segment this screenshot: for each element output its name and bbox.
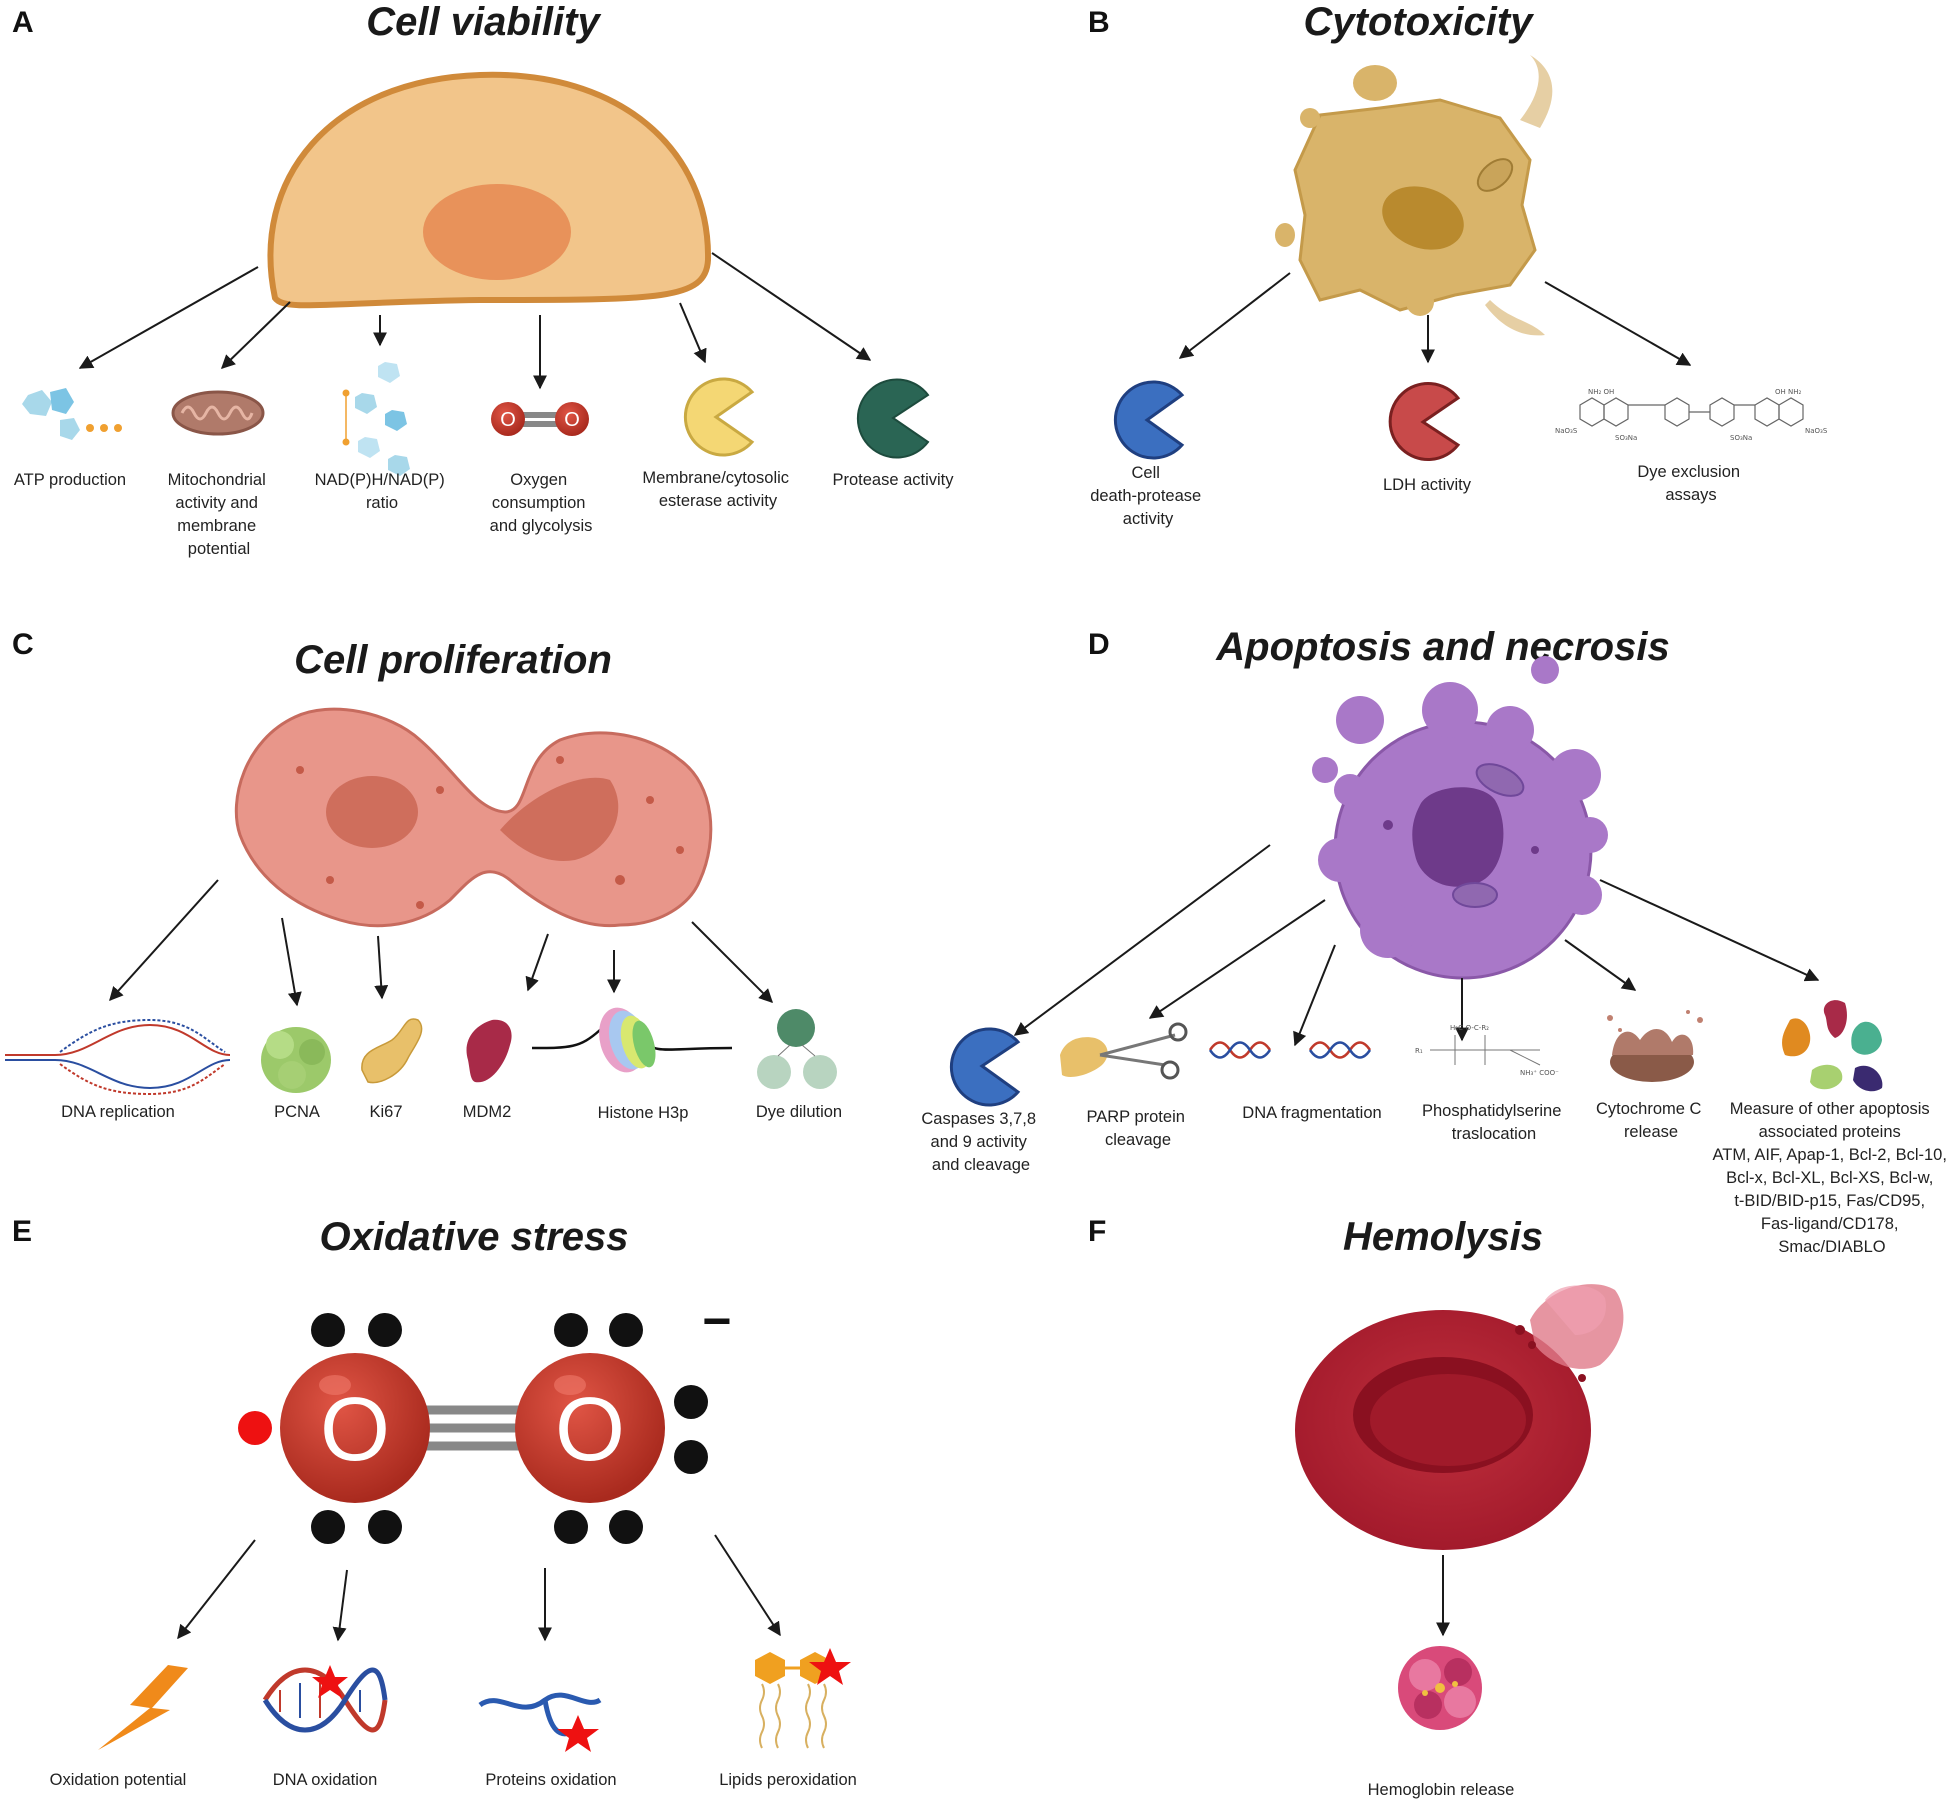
lipid-star-icon <box>755 1648 851 1749</box>
panel-title: Hemolysis <box>1343 1215 1543 1259</box>
item-label-5: Protease activity <box>832 471 954 489</box>
pcna-protein-icon <box>261 1027 331 1093</box>
item-label-3: Oxygen consumption and glycolysis <box>490 471 593 535</box>
charge-sign: − <box>702 1293 731 1349</box>
item-label-5: Dye dilution <box>756 1103 842 1121</box>
dye-structure-icon: NaO₃S SO₃Na SO₃Na NaO₃S NH₂ OH OH NH₂ <box>1555 388 1828 442</box>
svg-text:O: O <box>564 409 580 431</box>
item-label-3: Lipids peroxidation <box>719 1771 857 1789</box>
dividing-cell-icon <box>234 707 713 928</box>
panel-title: Cytotoxicity <box>1304 0 1535 44</box>
caspase-protease-icon <box>949 1027 1021 1107</box>
mdm2-protein-icon <box>466 1019 512 1083</box>
apoptosis-proteins-icon <box>1782 1000 1883 1092</box>
panel-a: A Cell viability <box>12 0 954 558</box>
nadph-molecule-icon <box>342 362 410 476</box>
item-label-2: Ki67 <box>369 1103 402 1121</box>
svg-text:NaO₃S: NaO₃S <box>1555 427 1578 435</box>
item-label-3: Phosphatidylserine traslocation <box>1422 1102 1566 1143</box>
dna-star-icon <box>262 1665 388 1733</box>
panel-letter: B <box>1088 6 1110 39</box>
item-label-1: Mitochondrial activity and membrane pote… <box>168 471 271 558</box>
item-label-0: Hemoglobin release <box>1368 1781 1515 1799</box>
green-protease-icon <box>856 378 930 459</box>
svg-text:O: O <box>555 1380 625 1480</box>
damaged-cell-icon <box>1275 55 1553 336</box>
item-label-0: Caspases 3,7,8 and 9 activity and cleava… <box>921 1110 1040 1174</box>
panel-title: Apoptosis and necrosis <box>1215 625 1669 669</box>
red-blood-cell-icon <box>1295 1284 1624 1550</box>
scissors-icon <box>1060 1022 1188 1080</box>
atp-icon <box>22 388 122 440</box>
item-label-4: Cytochrome C release <box>1596 1100 1706 1141</box>
protein-star-icon <box>478 1692 602 1752</box>
panel-title: Cell viability <box>366 0 601 44</box>
panel-letter: E <box>12 1215 32 1248</box>
item-label-2: Proteins oxidation <box>485 1771 616 1789</box>
item-label-0: Cell death-protease activity <box>1090 464 1206 528</box>
svg-text:O: O <box>320 1380 390 1480</box>
panel-f: F Hemolysis Hemoglobin release <box>1088 1215 1624 1799</box>
item-label-1: PARP protein cleavage <box>1086 1108 1189 1149</box>
item-label-3: MDM2 <box>463 1103 512 1121</box>
item-label-0: ATP production <box>14 471 126 489</box>
svg-text:NH₂ OH: NH₂ OH <box>1588 388 1614 396</box>
mitochondria-icon <box>171 390 265 436</box>
panel-b: B Cytotoxicity <box>1088 0 1828 528</box>
item-label-2: DNA fragmentation <box>1242 1104 1381 1122</box>
panel-letter: A <box>12 6 34 39</box>
dna-replication-icon <box>5 1018 231 1096</box>
svg-text:R₁: R₁ <box>1415 1047 1423 1055</box>
panel-letter: C <box>12 628 34 661</box>
mitochondria-burst-icon <box>1607 1010 1703 1082</box>
apoptotic-cell-icon <box>1312 656 1608 980</box>
ki67-protein-icon <box>361 1018 423 1084</box>
item-label-1: LDH activity <box>1383 476 1472 494</box>
item-label-2: NAD(P)H/NAD(P) ratio <box>315 471 450 512</box>
panel-e: E Oxidative stress O O − <box>12 1215 857 1789</box>
item-label-0: Oxidation potential <box>50 1771 187 1789</box>
panel-letter: F <box>1088 1215 1106 1248</box>
item-label-5: Measure of other apoptosis associated pr… <box>1712 1100 1951 1256</box>
histone-icon <box>531 1007 733 1073</box>
item-label-4: Histone H3p <box>598 1104 689 1122</box>
svg-text:SO₃Na: SO₃Na <box>1615 434 1637 442</box>
item-label-0: DNA replication <box>61 1103 175 1121</box>
svg-text:H₂C-O-C-R₂: H₂C-O-C-R₂ <box>1450 1024 1489 1032</box>
panel-c: C Cell proliferation <box>5 628 842 1122</box>
item-label-2: Dye exclusion assays <box>1637 463 1744 504</box>
svg-text:O: O <box>500 409 516 431</box>
yellow-protease-icon <box>683 377 755 457</box>
blue-protease-icon <box>1113 380 1185 460</box>
hemoglobin-icon <box>1398 1646 1482 1730</box>
svg-text:OH NH₂: OH NH₂ <box>1775 388 1801 396</box>
oxygen-molecule-icon: O O <box>491 402 589 436</box>
healthy-cell-icon <box>267 71 712 309</box>
dye-dilution-icon <box>757 1009 837 1089</box>
red-protease-icon <box>1388 382 1461 461</box>
panel-title: Oxidative stress <box>319 1215 628 1259</box>
superoxide-molecule-icon: O O <box>238 1313 708 1544</box>
svg-text:SO₃Na: SO₃Na <box>1730 434 1752 442</box>
lightning-icon <box>98 1665 188 1750</box>
svg-text:NaO₃S: NaO₃S <box>1805 427 1828 435</box>
item-label-4: Membrane/cytosolic esterase activity <box>642 469 793 510</box>
item-label-1: PCNA <box>274 1103 320 1121</box>
item-label-1: DNA oxidation <box>273 1771 378 1789</box>
phosphatidylserine-icon: R₁ H₂C-O-C-R₂ NH₃⁺ COO⁻ <box>1415 1024 1559 1077</box>
panel-d: D Apoptosis and necrosis <box>921 625 1951 1256</box>
svg-text:NH₃⁺ COO⁻: NH₃⁺ COO⁻ <box>1520 1069 1559 1077</box>
dna-fragment-icon <box>1208 1041 1372 1059</box>
panel-letter: D <box>1088 628 1110 661</box>
panel-title: Cell proliferation <box>294 638 612 682</box>
